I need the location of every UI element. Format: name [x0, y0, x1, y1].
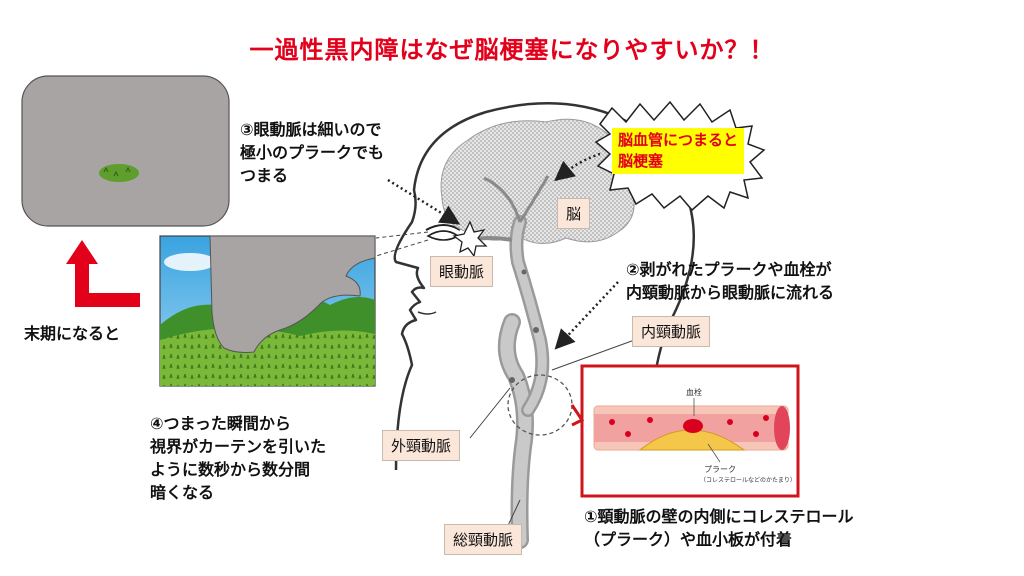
page-title: 一過性黒内障はなぜ脳梗塞になりやすいか？！	[249, 36, 775, 64]
inset-plaque-sub: （コレステロールなどのかたまり）	[700, 477, 796, 484]
label-ophthalmic-artery: 眼動脈	[430, 256, 494, 287]
vision-late-panel	[21, 75, 230, 227]
eye-view-lines	[375, 231, 429, 257]
step2-note: ②剥がれたプラークや血栓が 内頸動脈から眼動脈に流れる	[626, 260, 835, 302]
label-common-carotid: 総頸動脈	[444, 524, 523, 555]
inset-thrombus-label: 血栓	[686, 388, 702, 397]
label-external-carotid: 外頸動脈	[382, 430, 461, 461]
step4-note: ④つまった瞬間から 視界がカーテンを引いた ように数秒から数分間 暗くなる	[150, 414, 327, 502]
late-stage-note: 末期になると	[24, 324, 121, 343]
carotid-vessels	[469, 175, 550, 549]
step1-note: ①頸動脈の壁の内側にコレステロール （プラーク）や血小板が付着	[584, 507, 854, 549]
label-internal-carotid: 内頸動脈	[632, 316, 711, 347]
vision-curtain-panel	[159, 235, 376, 387]
artery-inset	[570, 364, 800, 498]
red-corner-arrow-icon	[66, 240, 140, 307]
step3-note: ③眼動脈は細いので 極小のプラークでも つまる	[240, 120, 385, 185]
inset-plaque-label: プラーク	[704, 465, 736, 474]
dotted-arrow-icon	[387, 152, 619, 350]
label-brain: 脳	[557, 198, 591, 229]
stroke-callout-text: 脳血管につまると 脳梗塞	[612, 128, 745, 174]
